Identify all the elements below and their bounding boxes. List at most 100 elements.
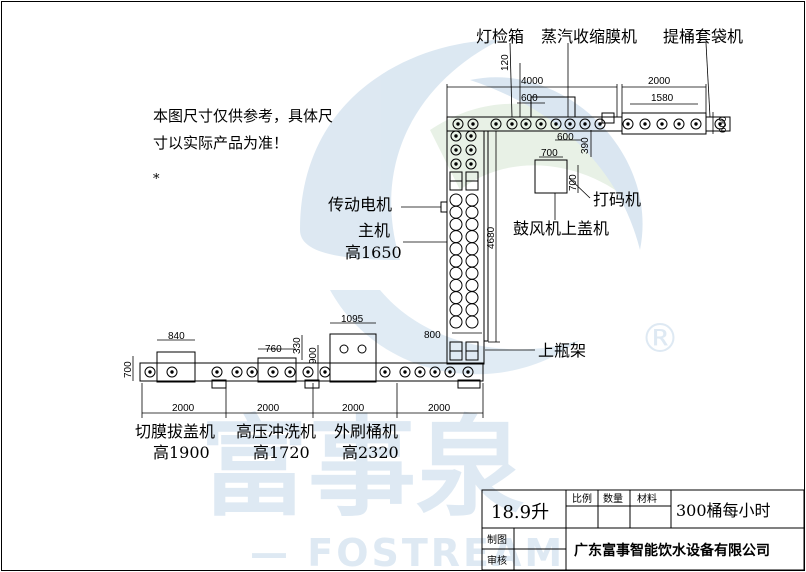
bottle-position-center (454, 148, 458, 152)
bottom-conveyor-rollers (144, 366, 474, 378)
conveyor-roller-center (568, 122, 572, 126)
conveyor-roller-center (539, 122, 543, 126)
label-motor: 传动电机 (328, 195, 392, 214)
conveyor-roller-center (494, 122, 498, 126)
blower-box (534, 159, 568, 194)
title-qty-label: 数量 (603, 492, 623, 505)
bottle-position-center (454, 162, 458, 166)
bottle-position (450, 144, 462, 156)
bottle-position (449, 254, 463, 268)
conveyor-roller-center (250, 370, 254, 374)
conveyor-roller (379, 366, 391, 378)
conveyor-roller (462, 366, 474, 378)
main-machine (440, 130, 489, 365)
conveyor-roller-center (271, 370, 275, 374)
dim-2000-4: 2000 (428, 403, 451, 414)
label-brusher: 外刷桶机 (334, 422, 398, 441)
top-conveyor-rollers (452, 118, 726, 130)
bottle-position (465, 303, 479, 317)
label-main-height: 高1650 (345, 243, 402, 262)
conveyor-roller-center (554, 122, 558, 126)
dim-700-left: 700 (123, 361, 134, 378)
conveyor-roller-center (466, 370, 470, 374)
bottle-position (465, 291, 479, 305)
conveyor-roller-center (456, 122, 460, 126)
dim-390: 390 (580, 137, 591, 154)
bottle-position (465, 158, 477, 170)
conveyor-roller-center (643, 122, 647, 126)
bottle-position (465, 230, 479, 244)
dim-700-a: 700 (541, 148, 558, 159)
conveyor-roller-center (583, 122, 587, 126)
bottle-position (465, 278, 479, 292)
conveyor-roller (506, 118, 518, 130)
dim-2000-1: 2000 (172, 403, 195, 414)
conveyor-roller (231, 366, 243, 378)
conveyor-roller-center (383, 370, 387, 374)
conveyor-roller-center (694, 122, 698, 126)
dim-4000: 4000 (521, 76, 544, 87)
bottle-position (449, 315, 463, 329)
conveyor-roller (535, 118, 547, 130)
bottle-position (465, 217, 479, 231)
bottle-position (465, 266, 479, 280)
conveyor-roller (246, 366, 258, 378)
conveyor-roller-center (215, 370, 219, 374)
conveyor-roller (639, 118, 651, 130)
conveyor-roller (452, 118, 464, 130)
conveyor-roller-center (323, 370, 327, 374)
title-block (481, 489, 805, 571)
dim-330: 330 (292, 337, 303, 354)
label-coder: 打码机 (593, 190, 641, 209)
label-loader: 上瓶架 (538, 341, 586, 360)
dim-600-side: 600 (718, 116, 729, 133)
bottle-position (465, 193, 479, 207)
dimension-lines (132, 63, 714, 418)
conveyor-roller (399, 366, 411, 378)
dim-120: 120 (500, 54, 511, 71)
conveyor-roller (656, 118, 668, 130)
conveyor-roller-center (510, 122, 514, 126)
watermark-registered: ® (640, 316, 680, 362)
conveyor-roller (690, 118, 702, 130)
bottle-position (450, 130, 462, 142)
bottle-position (465, 130, 477, 142)
conveyor-roller (622, 118, 634, 130)
dim-600-b: 600 (557, 132, 574, 143)
conveyor-roller (166, 366, 178, 378)
conveyor-roller (467, 118, 479, 130)
bottle-position (449, 242, 463, 256)
label-main: 主机 (358, 221, 390, 240)
conveyor-roller (267, 366, 279, 378)
bottle-position (465, 205, 479, 219)
title-scale-label: 比例 (572, 492, 592, 505)
dim-700-b: 700 (568, 174, 579, 191)
title-model: 18.9升 (491, 502, 549, 523)
title-checked-label: 审核 (487, 554, 507, 567)
bottle-position (465, 144, 477, 156)
note-line-1: 本图尺寸仅供参考，具体尺 (153, 107, 333, 125)
conveyor-roller (429, 366, 441, 378)
dim-2000-top: 2000 (648, 76, 671, 87)
conveyor-roller (284, 366, 296, 378)
dim-1095: 1095 (341, 314, 364, 325)
conveyor-roller-center (288, 370, 292, 374)
conveyor-roller-center (306, 370, 310, 374)
bottle-position (450, 158, 462, 170)
conveyor-roller-center (403, 370, 407, 374)
conveyor-roller (550, 118, 562, 130)
conveyor-roller-center (148, 370, 152, 374)
dim-760: 760 (265, 344, 282, 355)
bottom-conveyor (139, 333, 484, 389)
conveyor-roller-center (598, 122, 602, 126)
label-washer-height: 高1720 (253, 443, 310, 462)
conveyor-roller-center (433, 370, 437, 374)
note-line-2: 寸以实际产品为准！ (153, 134, 288, 152)
conveyor-roller (564, 118, 576, 130)
conveyor-roller (211, 366, 223, 378)
title-drawn-label: 制图 (487, 533, 507, 546)
label-shrink-machine: 蒸汽收缩膜机 (541, 27, 637, 46)
bottle-position-center (469, 134, 473, 138)
dim-800: 800 (424, 330, 441, 341)
